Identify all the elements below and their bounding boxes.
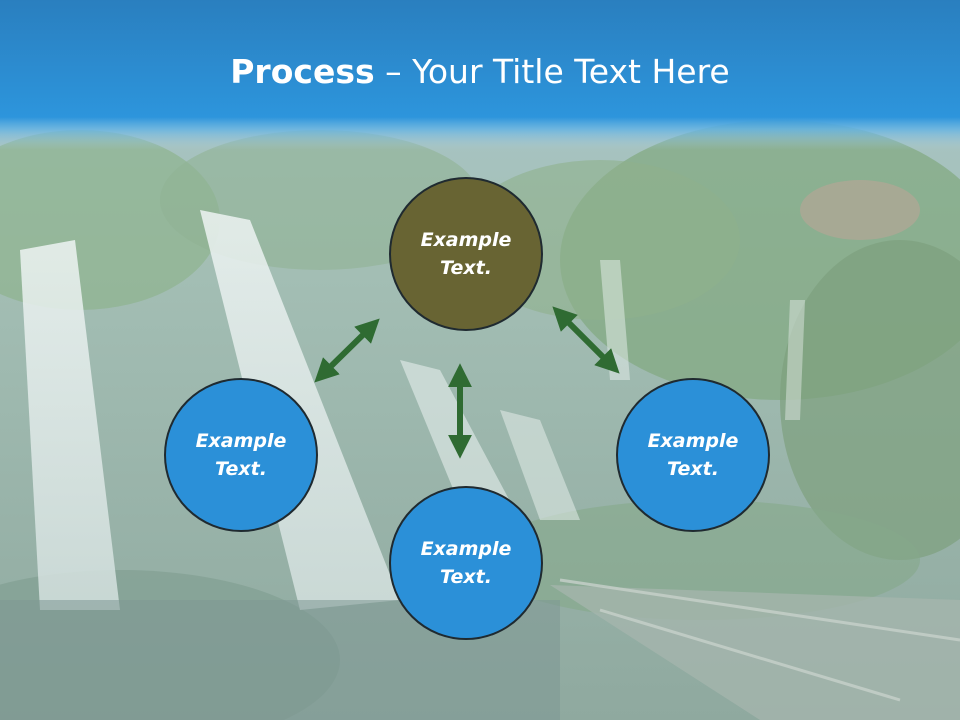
node-left-line2: Text.	[215, 458, 267, 480]
node-bottom-line1: Example	[420, 537, 512, 560]
arrow-top-left	[314, 318, 380, 383]
node-top-line1: Example	[420, 228, 512, 251]
node-right-line1: Example	[647, 429, 739, 452]
node-right-line2: Text.	[667, 458, 719, 480]
slide-title: Process – Your Title Text Here	[0, 52, 960, 91]
title-bold: Process	[230, 52, 375, 91]
title-rest: Your Title Text Here	[412, 52, 730, 91]
node-left-line1: Example	[195, 429, 287, 452]
node-top-line2: Text.	[440, 257, 492, 279]
header-band	[0, 0, 960, 150]
node-bottom-line2: Text.	[440, 566, 492, 588]
arrow-top-right	[552, 306, 620, 374]
title-separator: –	[374, 52, 413, 91]
